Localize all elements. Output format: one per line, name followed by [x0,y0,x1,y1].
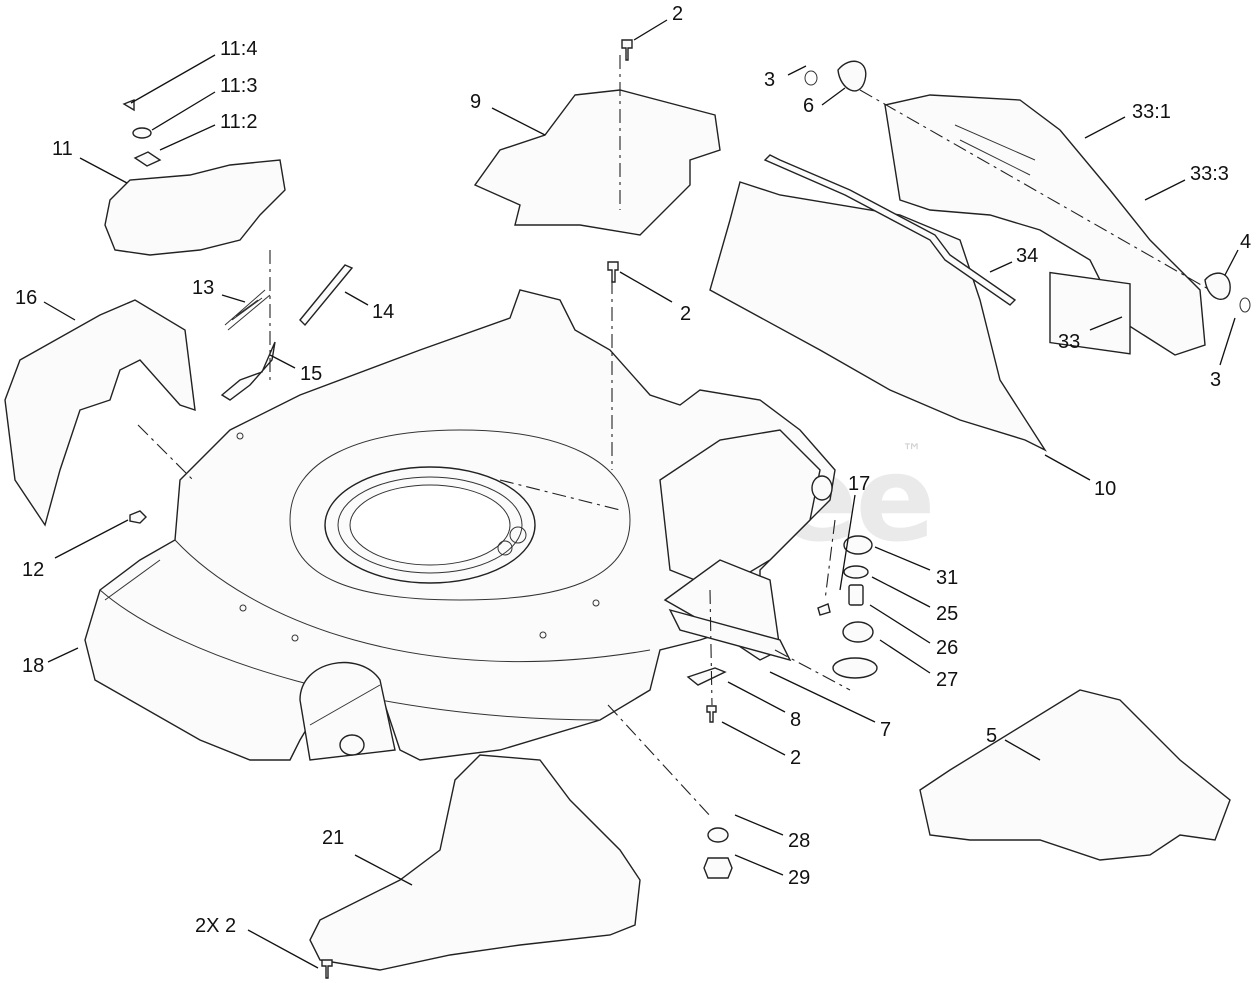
discharge-chute [919,689,1231,861]
callout-34: 34 [1016,245,1038,267]
rear-rod [763,154,1017,306]
callout-11: 11 [52,138,73,160]
mulch-plug [309,754,641,971]
callout-28: 28 [788,830,810,852]
callout-2-mid: 2 [680,303,691,325]
callout-14: 14 [372,301,394,323]
callout-33-1: 33:1 [1132,101,1171,123]
callout-2x2: 2X 2 [195,915,236,937]
bolt-2-top [621,39,633,61]
callout-3-top: 3 [764,69,775,91]
callout-33: 33 [1058,331,1080,353]
callout-9: 9 [470,91,481,113]
callout-26: 26 [936,637,958,659]
nut-12 [129,510,147,524]
callout-8: 8 [790,709,801,731]
leader-lines [43,19,1239,969]
side-guard [4,299,196,527]
clip-11-2 [133,151,162,167]
spring-4 [1204,272,1231,300]
callout-33-3: 33:3 [1190,163,1229,185]
mower-deck-housing [84,289,836,761]
height-adjuster-stack [832,535,878,679]
callout-17: 17 [848,473,870,495]
bracket-8 [686,667,727,686]
callout-7: 7 [880,719,891,741]
spring-6 [837,60,867,92]
rear-guard [709,181,1047,452]
rod-14 [299,264,354,327]
callout-21: 21 [322,827,344,849]
callout-13: 13 [192,277,214,299]
callout-15: 15 [300,363,322,385]
grommet-11-3 [132,127,152,139]
callout-12: 12 [22,559,44,581]
washer-3-right [1239,297,1251,313]
callout-27: 27 [936,669,958,691]
bracket-7 [668,608,792,662]
callout-labels: 11:4 11:3 11:2 11 2 9 3 6 33:1 33:3 4 34… [15,3,1251,937]
nut-29 [703,857,733,879]
bracket-15 [220,341,276,401]
callout-5: 5 [986,725,997,747]
bolt-2-mid [607,261,619,283]
callout-6: 6 [803,95,814,117]
callout-29: 29 [788,867,810,889]
watermark-trademark: ™ [902,439,922,463]
callout-11-2: 11:2 [220,111,257,133]
callout-25: 25 [936,603,958,625]
spring-13 [224,289,271,331]
callout-31: 31 [936,567,958,589]
bolt-2-lower [706,705,717,723]
top-cover-plate [473,89,721,236]
callout-10: 10 [1094,478,1116,500]
bolt-2-bottom [321,959,333,979]
callout-3-right: 3 [1210,369,1221,391]
callout-11-4: 11:4 [220,38,257,60]
washer-28 [707,827,729,843]
callout-4: 4 [1240,231,1251,253]
callout-2-lower: 2 [790,747,801,769]
callout-11-3: 11:3 [220,75,257,97]
callout-18: 18 [22,655,44,677]
callout-16: 16 [15,287,37,309]
bolt-17 [817,603,831,616]
engine-top-cover [104,159,286,256]
callout-2-top: 2 [672,3,683,25]
bag-label [1049,271,1131,355]
washer-3-top [804,70,818,86]
